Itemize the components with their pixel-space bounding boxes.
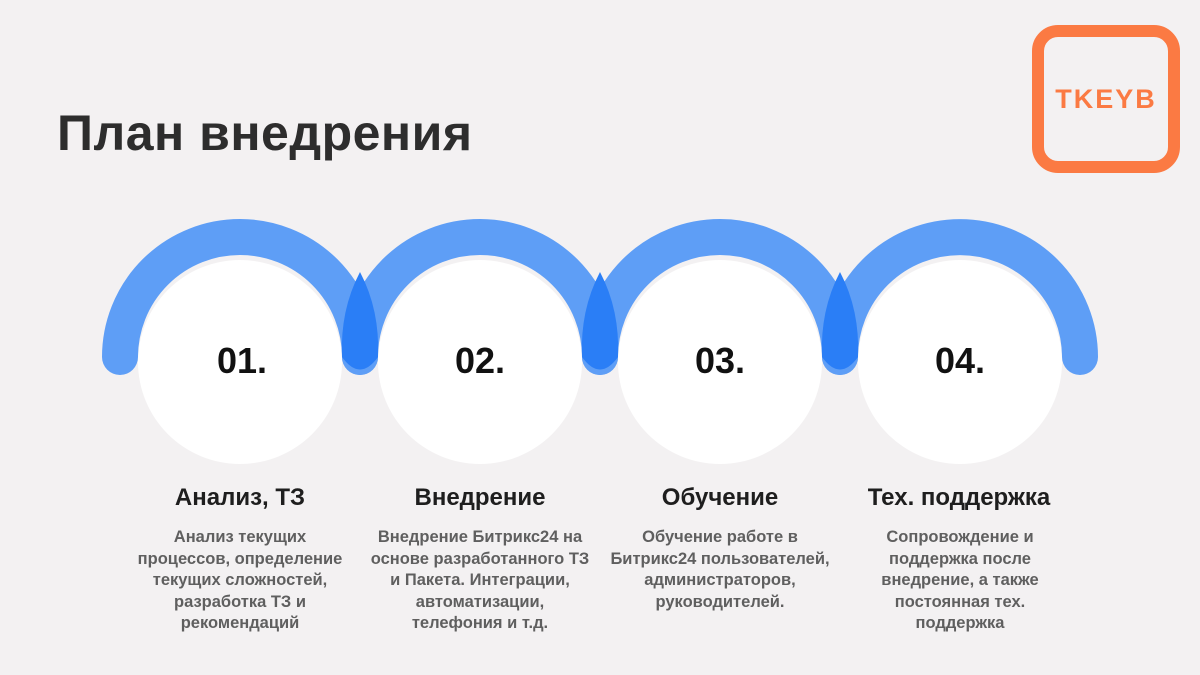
arc-2 bbox=[342, 219, 618, 375]
step-title-4: Тех. поддержка bbox=[867, 484, 1051, 511]
step-title-2: Внедрение bbox=[414, 484, 546, 511]
step-number-1: 01. bbox=[216, 340, 268, 381]
step-number-2: 02. bbox=[454, 340, 506, 381]
arc-overlap-3 bbox=[821, 272, 859, 370]
step-title-3: Обучение bbox=[661, 484, 779, 511]
page-title: План внедрения bbox=[57, 105, 473, 161]
arc-4 bbox=[822, 219, 1098, 375]
arc-1 bbox=[102, 219, 378, 375]
step-description-4: Сопровождение и поддержка после внедрени… bbox=[881, 528, 1039, 632]
arc-overlaps bbox=[341, 272, 859, 370]
step-description-1: Анализ текущих процессов, определение те… bbox=[137, 528, 343, 632]
step-title-1: Анализ, ТЗ bbox=[174, 484, 306, 511]
arc-overlap-1 bbox=[341, 272, 379, 370]
step-number-3: 03. bbox=[694, 340, 746, 381]
arc-3 bbox=[582, 219, 858, 375]
step-circle-2 bbox=[378, 260, 582, 464]
step-circle-3 bbox=[618, 260, 822, 464]
step-description-2: Внедрение Битрикс24 на основе разработан… bbox=[370, 528, 590, 632]
step-circle-1 bbox=[138, 260, 342, 464]
logo-text: TKEYB bbox=[1055, 83, 1157, 114]
step-number-4: 04. bbox=[934, 340, 986, 381]
step-description-3: Обучение работе в Битрикс24 пользователе… bbox=[610, 528, 830, 611]
arc-overlap-2 bbox=[581, 272, 619, 370]
tkeyb-logo: TKEYB bbox=[1032, 25, 1180, 173]
step-circle-4 bbox=[858, 260, 1062, 464]
